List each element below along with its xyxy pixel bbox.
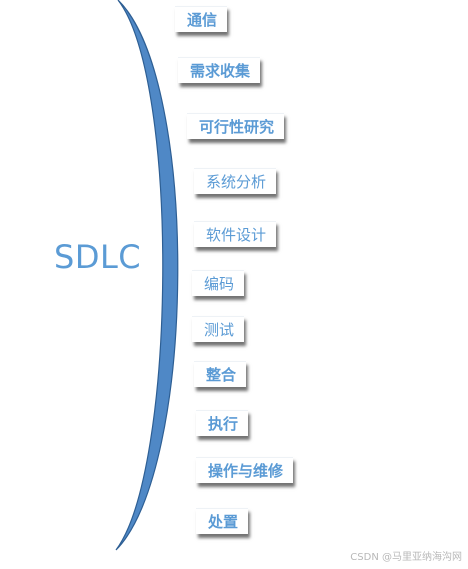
step-box: 整合	[194, 361, 247, 387]
step-box: 可行性研究	[187, 113, 285, 139]
step-label: 软件设计	[206, 226, 267, 244]
step-label: 系统分析	[206, 173, 267, 191]
step-box: 测试	[192, 316, 245, 342]
step-box: 系统分析	[194, 168, 277, 194]
step-label: 测试	[204, 321, 235, 339]
step-label: 整合	[206, 366, 237, 384]
step-box: 编码	[192, 270, 245, 296]
step-label: 可行性研究	[199, 118, 275, 136]
step-label: 编码	[204, 275, 235, 293]
step-box: 通信	[175, 6, 228, 32]
watermark-text: CSDN @马里亚纳海沟网	[350, 552, 462, 563]
step-box: 操作与维修	[196, 457, 294, 483]
step-label: 处置	[208, 513, 239, 531]
step-box: 需求收集	[178, 57, 261, 83]
step-label: 需求收集	[190, 62, 251, 80]
diagram-title: SDLC	[54, 238, 142, 276]
step-box: 执行	[196, 410, 249, 436]
step-label: 操作与维修	[208, 462, 284, 480]
step-box: 处置	[196, 508, 249, 534]
step-label: 通信	[187, 11, 218, 29]
brace-arc	[115, 0, 179, 551]
step-label: 执行	[208, 415, 239, 433]
step-box: 软件设计	[194, 221, 277, 247]
